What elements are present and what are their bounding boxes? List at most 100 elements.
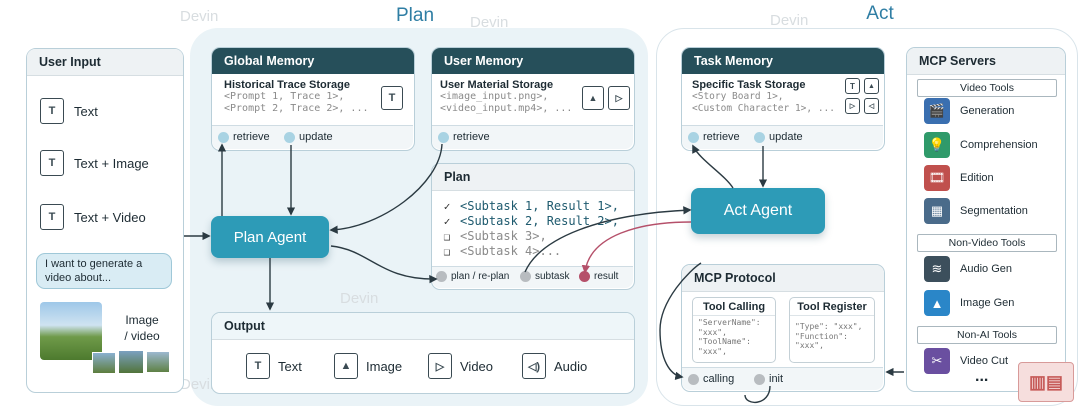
task-memory-ports: retrieve update (682, 125, 883, 149)
user-memory-title: User Memory (432, 48, 634, 74)
text-icon: T (40, 98, 64, 124)
act-agent-node: Act Agent (691, 188, 825, 234)
act-agent-to-retrieve-arrow (692, 144, 734, 189)
clapperboard-icon: 🎬 (924, 98, 950, 124)
plan-subtask-line: ❑<Subtask 3>, (443, 229, 547, 243)
act-agent-to-result-arrow (581, 221, 692, 274)
plan-agent-to-plan-arrow (330, 245, 438, 284)
update-port: update (754, 131, 803, 143)
text-document-icon: T (381, 86, 403, 110)
plan-title: Plan (432, 164, 634, 191)
watermark: Devin (180, 8, 219, 25)
subtask-to-act-agent-arrow (524, 206, 692, 273)
mcp-protocol-box: MCP Protocol Tool Calling "ServerName": … (681, 264, 885, 392)
global-memory-line: <Prompt 1, Trace 1>, (224, 91, 345, 102)
tool-register-box: Tool Register "Type": "xxx", "Function":… (789, 297, 875, 363)
video-icon: ▷ (608, 86, 630, 110)
corner-stamp-logo: ▥▤ (1018, 362, 1074, 402)
user-memory-line: <video_input.mp4>, ... (440, 103, 573, 114)
update-port: update (284, 131, 333, 143)
task-memory-subtitle: Specific Task Storage (692, 79, 806, 91)
watermark: Devin (180, 376, 219, 393)
tool-image-gen: ▲Image Gen (924, 290, 1014, 316)
output-image-item: ▲Image (334, 353, 402, 379)
user-memory-ports: retrieve (432, 125, 633, 149)
output-audio-item: ◁)Audio (522, 353, 587, 379)
plan-agent-node: Plan Agent (211, 216, 329, 258)
text-image-icon: T (40, 150, 64, 176)
retrieve-port: retrieve (688, 131, 740, 143)
tool-segmentation: ▦Segmentation (924, 198, 1028, 224)
video-icon: ▷ (428, 353, 452, 379)
tool-edition: 🎞Edition (924, 165, 994, 191)
user-memory-line: <image_input.png>, (440, 91, 549, 102)
input-text-item: T Text (40, 98, 98, 124)
text-icon: T (246, 353, 270, 379)
mcp-protocol-ports: calling init (682, 367, 883, 390)
lightbulb-icon: 💡 (924, 132, 950, 158)
retrieve-port: retrieve (218, 131, 270, 143)
input-text-label: Text (74, 103, 98, 119)
non-video-tools-category: Non-Video Tools (917, 234, 1057, 252)
plan-subtask-line: ❑<Subtask 4>... (443, 244, 562, 258)
calling-port: calling (688, 373, 734, 385)
media-label: Image / video (124, 313, 160, 343)
audio-icon: ◁ (864, 98, 879, 114)
plan-subtask-line: ✓<Subtask 1, Result 1>, (443, 199, 619, 213)
input-text-image-label: Text + Image (74, 155, 149, 171)
act-region-title: Act (866, 3, 894, 24)
input-text-video-item: T Text + Video (40, 204, 146, 230)
watermark: Devin (470, 14, 509, 31)
film-edit-icon: 🎞 (924, 165, 950, 191)
tool-generation: 🎬Generation (924, 98, 1014, 124)
task-memory-box: Task Memory Specific Task Storage <Story… (681, 47, 885, 151)
tool-calling-title: Tool Calling (693, 298, 775, 316)
watermark: Devin (770, 12, 809, 29)
user-memory-subtitle: User Material Storage (440, 79, 554, 91)
plan-box: Plan plan / re-plan subtask result (431, 163, 635, 290)
scissors-icon: ✂ (924, 348, 950, 374)
audio-wave-icon: ≋ (924, 256, 950, 282)
tool-video-cut: ✂Video Cut (924, 348, 1008, 374)
watermark: Devin (340, 290, 379, 307)
non-ai-tools-category: Non-AI Tools (917, 326, 1057, 344)
more-tools-ellipsis: ... (975, 368, 989, 385)
text-video-icon: T (40, 204, 64, 230)
image-icon: ▲ (864, 78, 879, 94)
mcp-protocol-title: MCP Protocol (682, 265, 884, 292)
tool-register-code: "Type": "xxx", "Function": "xxx", (795, 322, 863, 350)
mcp-to-calling-arrow (659, 262, 702, 381)
prompt-bubble: I want to generate a video about... (36, 253, 172, 289)
retrieve-port: retrieve (438, 131, 490, 143)
input-text-video-label: Text + Video (74, 209, 146, 225)
global-memory-title: Global Memory (212, 48, 414, 74)
result-port: result (579, 271, 618, 282)
tool-comprehension: 💡Comprehension (924, 132, 1038, 158)
user-input-title: User Input (27, 49, 183, 76)
plan-replan-port: plan / re-plan (436, 271, 509, 282)
task-memory-title: Task Memory (682, 48, 884, 74)
input-text-image-item: T Text + Image (40, 150, 149, 176)
output-title: Output (212, 313, 634, 340)
video-frame-thumbnail (118, 350, 144, 374)
tool-calling-code: "ServerName": "xxx", "ToolName": "xxx", (698, 318, 761, 356)
subtask-port: subtask (520, 271, 569, 282)
video-frame-thumbnail (92, 352, 116, 374)
text-icon: T (845, 78, 860, 94)
video-frame-thumbnail (146, 351, 170, 373)
init-loop (744, 385, 771, 403)
image-icon: ▲ (582, 86, 604, 110)
user-memory-box: User Memory User Material Storage <image… (431, 47, 635, 151)
plan-region-title: Plan (395, 5, 435, 26)
video-icon: ▷ (845, 98, 860, 114)
global-memory-subtitle: Historical Trace Storage (224, 79, 350, 91)
init-port: init (754, 373, 783, 385)
tool-register-title: Tool Register (790, 298, 874, 316)
task-memory-line: <Custom Character 1>, ... (692, 103, 835, 114)
plan-subtask-line: ✓<Subtask 2, Result 2>, (443, 214, 619, 228)
task-memory-line: <Story Board 1>, (692, 91, 784, 102)
image-icon: ▲ (334, 353, 358, 379)
segmentation-icon: ▦ (924, 198, 950, 224)
tool-audio-gen: ≋Audio Gen (924, 256, 1012, 282)
